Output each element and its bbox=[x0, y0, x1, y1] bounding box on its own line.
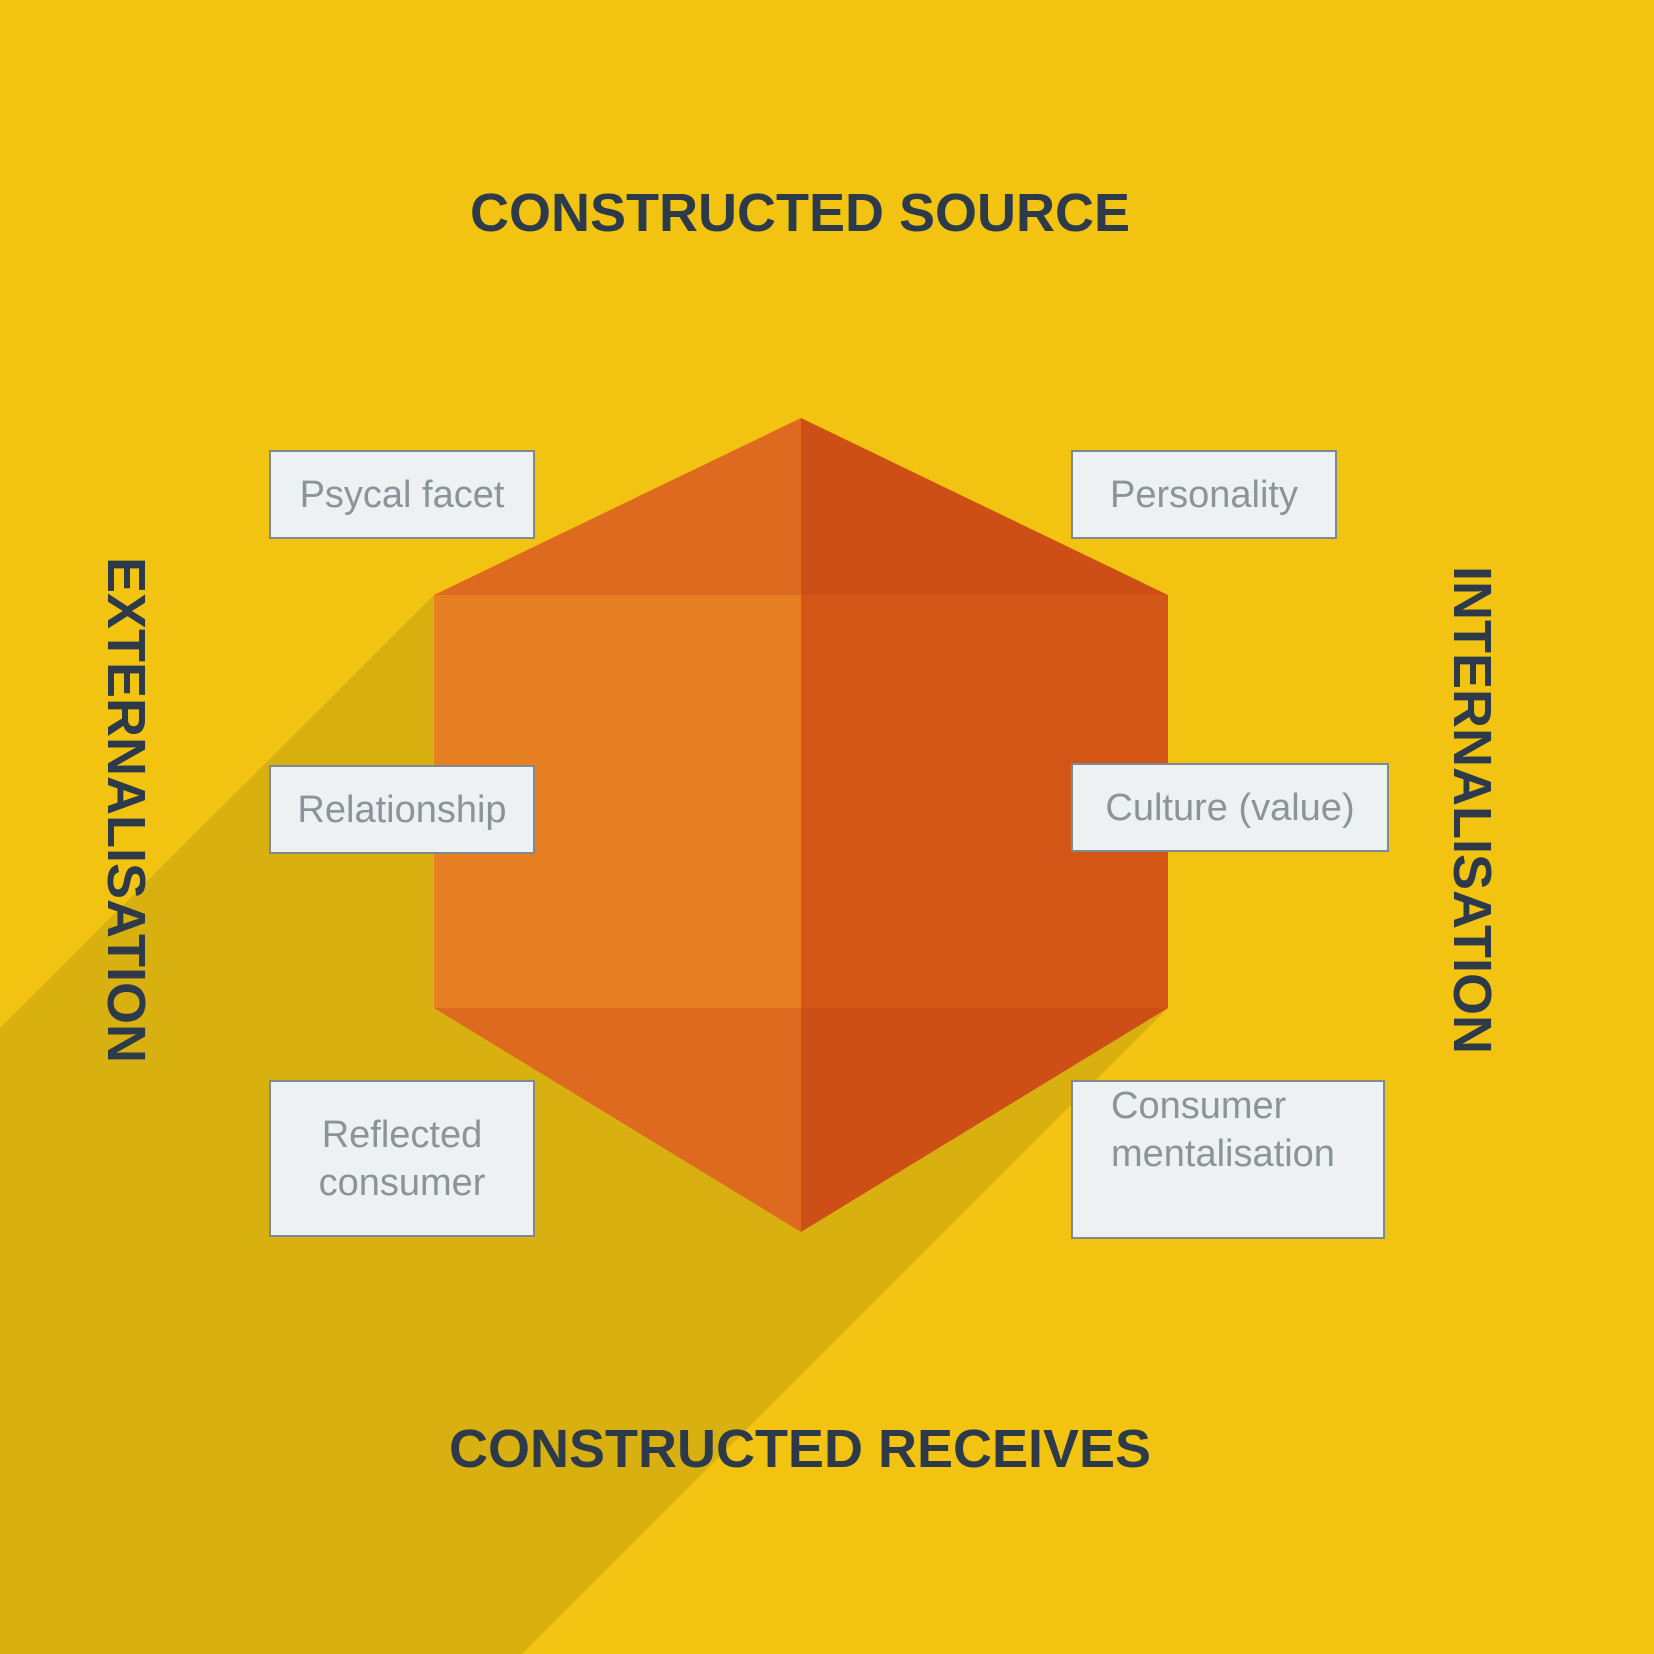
box-relationship: Relationship bbox=[269, 765, 535, 854]
heading-internalisation: INTERNALISATION bbox=[1442, 566, 1502, 1054]
hex-front-left-face bbox=[434, 595, 801, 1008]
box-reflected-consumer-line1: Reflected bbox=[321, 1113, 483, 1156]
hex-top-right-face bbox=[801, 418, 1168, 595]
box-relationship-label: Relationship bbox=[297, 788, 507, 831]
box-consumer-mentalisation: Consumer mentalisation bbox=[1071, 1080, 1385, 1239]
heading-constructed-receives: CONSTRUCTED RECEIVES bbox=[448, 1419, 1152, 1479]
box-psycal-facet-label: Psycal facet bbox=[299, 473, 505, 516]
box-consumer-mentalisation-line1: Consumer bbox=[1111, 1085, 1287, 1127]
box-reflected-consumer-line2: consumer bbox=[318, 1161, 486, 1204]
box-culture-value-label: Culture (value) bbox=[1105, 786, 1355, 829]
box-psycal-facet: Psycal facet bbox=[269, 450, 535, 539]
box-culture-value: Culture (value) bbox=[1071, 763, 1389, 852]
hex-front-right-face bbox=[801, 595, 1168, 1008]
heading-constructed-source: CONSTRUCTED SOURCE bbox=[469, 183, 1131, 243]
box-reflected-consumer: Reflected consumer bbox=[269, 1080, 535, 1237]
hex-bottom-right-face bbox=[801, 1008, 1168, 1232]
hex-top-left-face bbox=[434, 418, 801, 595]
heading-externalisation: EXTERNALISATION bbox=[96, 556, 156, 1064]
box-consumer-mentalisation-line2: mentalisation bbox=[1111, 1133, 1335, 1175]
box-personality-label: Personality bbox=[1110, 473, 1298, 516]
hex-bottom-left-face bbox=[434, 1008, 801, 1232]
box-personality: Personality bbox=[1071, 450, 1337, 539]
long-shadow bbox=[0, 595, 1168, 1654]
